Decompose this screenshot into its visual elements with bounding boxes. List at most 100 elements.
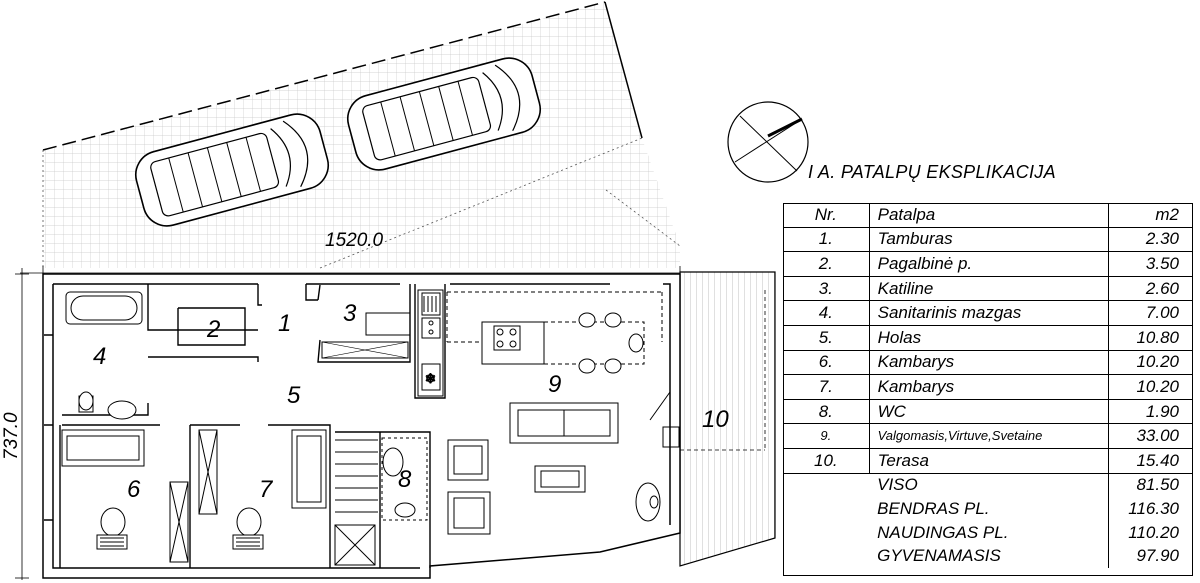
sink-room-4 xyxy=(107,400,137,420)
room-area: 2.30 xyxy=(1108,226,1193,252)
staircase xyxy=(334,439,378,566)
explication-table: Nr. Patalpa m2 1. Tamburas 2.30 2. Pagal… xyxy=(783,203,1193,568)
room-name: Pagalbinė p. xyxy=(869,251,1109,277)
total-area: 116.30 xyxy=(1128,498,1179,518)
wardrobe-7 xyxy=(198,429,218,515)
table-row: 7. Kambarys 10.20 xyxy=(783,374,1193,400)
room-number-8: 8 xyxy=(398,466,412,493)
room-name: Katiline xyxy=(869,275,1109,301)
toilet-room-4 xyxy=(78,391,94,413)
total-row: NAUDINGAS PL. 110.20 xyxy=(783,520,1193,545)
room-number-4: 4 xyxy=(93,343,106,370)
room-number-2: 2 xyxy=(206,316,220,343)
table-header-row: Nr. Patalpa m2 xyxy=(783,203,1193,228)
wc-fixtures xyxy=(381,437,428,521)
room-name: WC xyxy=(869,398,1109,424)
room-number-10: 10 xyxy=(702,406,729,433)
cabinet xyxy=(321,341,409,359)
room-nr: 5. xyxy=(783,324,870,351)
table-row: 8. WC 1.90 xyxy=(783,398,1193,424)
table-row: 9. Valgomasis,Virtuve,Svetaine 33.00 xyxy=(783,423,1193,449)
total-name: VISO xyxy=(869,472,1109,498)
room-nr: 1. xyxy=(783,226,870,252)
car-right xyxy=(346,57,542,171)
room-area: 10.20 xyxy=(1108,374,1193,400)
armchair-bottom xyxy=(447,491,491,535)
header-name: Patalpa xyxy=(869,203,1109,228)
room-area: 33.00 xyxy=(1108,423,1193,449)
table-row: 10. Terasa 15.40 xyxy=(783,447,1193,474)
room-name: Kambarys xyxy=(869,374,1109,400)
room-nr: 8. xyxy=(783,398,870,424)
header-area: m2 xyxy=(1108,203,1193,228)
total-area: 97.90 xyxy=(1136,546,1179,566)
room-area: 2.60 xyxy=(1108,275,1193,301)
outer-walls xyxy=(42,273,681,579)
total-area: 81.50 xyxy=(1108,472,1193,498)
room-number-1: 1 xyxy=(278,310,291,337)
room-number-5: 5 xyxy=(287,382,301,409)
dimension-height: 737.0 xyxy=(1,268,29,580)
total-row: VISO 81.50 xyxy=(783,472,1193,498)
room-number-9: 9 xyxy=(548,371,561,398)
room-area: 10.80 xyxy=(1108,324,1193,351)
total-name: NAUDINGAS PL. xyxy=(869,520,1109,545)
room-number-6: 6 xyxy=(127,476,141,503)
car-left xyxy=(134,113,330,227)
room-name: Valgomasis,Virtuve,Svetaine xyxy=(869,423,1109,449)
room-nr: 2. xyxy=(783,251,870,277)
dining-chairs xyxy=(578,312,644,374)
room-name: Terasa xyxy=(869,447,1109,474)
bathtub xyxy=(65,291,143,325)
svg-text:❄: ❄ xyxy=(425,371,436,386)
room-number-3: 3 xyxy=(343,300,357,327)
desk-7 xyxy=(232,507,264,550)
bed-6 xyxy=(61,429,145,467)
desk-6 xyxy=(96,507,128,550)
kitchen-counter: ❄ xyxy=(417,289,444,397)
room-name: Holas xyxy=(869,324,1109,351)
room-nr: 10. xyxy=(783,447,870,474)
room-number-7: 7 xyxy=(259,476,274,503)
total-area: 110.20 xyxy=(1128,522,1179,542)
room-name: Kambarys xyxy=(869,349,1109,375)
room-nr: 4. xyxy=(783,300,870,326)
dimension-width-label: 1520.0 xyxy=(325,230,384,251)
room-area: 3.50 xyxy=(1108,251,1193,277)
interior-walls xyxy=(59,284,446,568)
room-name: Sanitarinis mazgas xyxy=(869,300,1109,326)
room-name: Tamburas xyxy=(869,226,1109,252)
room-area: 10.20 xyxy=(1108,349,1193,375)
bed-7 xyxy=(291,429,327,509)
total-name: BENDRAS PL. xyxy=(869,497,1109,521)
coffee-table xyxy=(534,465,586,493)
armchair-top xyxy=(447,439,489,481)
room-nr: 3. xyxy=(783,275,870,301)
wardrobe-6 xyxy=(169,481,189,563)
room-numbers: 1 2 3 4 5 6 7 8 9 10 xyxy=(93,300,729,503)
north-arrow-icon xyxy=(727,101,809,183)
room-area: 15.40 xyxy=(1108,447,1193,474)
table-row: 3. Katiline 2.60 xyxy=(783,275,1193,301)
header-nr: Nr. xyxy=(783,203,870,228)
table-row: 6. Kambarys 10.20 xyxy=(783,349,1193,375)
room-area: 1.90 xyxy=(1108,398,1193,424)
dimension-height-label: 737.0 xyxy=(1,412,22,460)
total-row: GYVENAMASIS 97.90 xyxy=(783,544,1193,568)
total-row: BENDRAS PL. 116.30 xyxy=(783,497,1193,521)
room-area: 7.00 xyxy=(1108,300,1193,326)
table-row: 2. Pagalbinė p. 3.50 xyxy=(783,251,1193,277)
room-nr: 6. xyxy=(783,349,870,375)
table-row: 4. Sanitarinis mazgas 7.00 xyxy=(783,300,1193,326)
total-name: GYVENAMASIS xyxy=(869,544,1109,568)
table-row: 5. Holas 10.80 xyxy=(783,324,1193,351)
room-nr: 7. xyxy=(783,374,870,400)
boiler xyxy=(365,312,411,336)
balcony-door xyxy=(649,391,680,448)
fireplace xyxy=(635,482,661,522)
explication-title: I A. PATALPŲ EKSPLIKACIJA xyxy=(808,162,1056,182)
room-nr: 9. xyxy=(783,423,870,449)
sofa xyxy=(509,402,619,444)
table-row: 1. Tamburas 2.30 xyxy=(783,226,1193,252)
